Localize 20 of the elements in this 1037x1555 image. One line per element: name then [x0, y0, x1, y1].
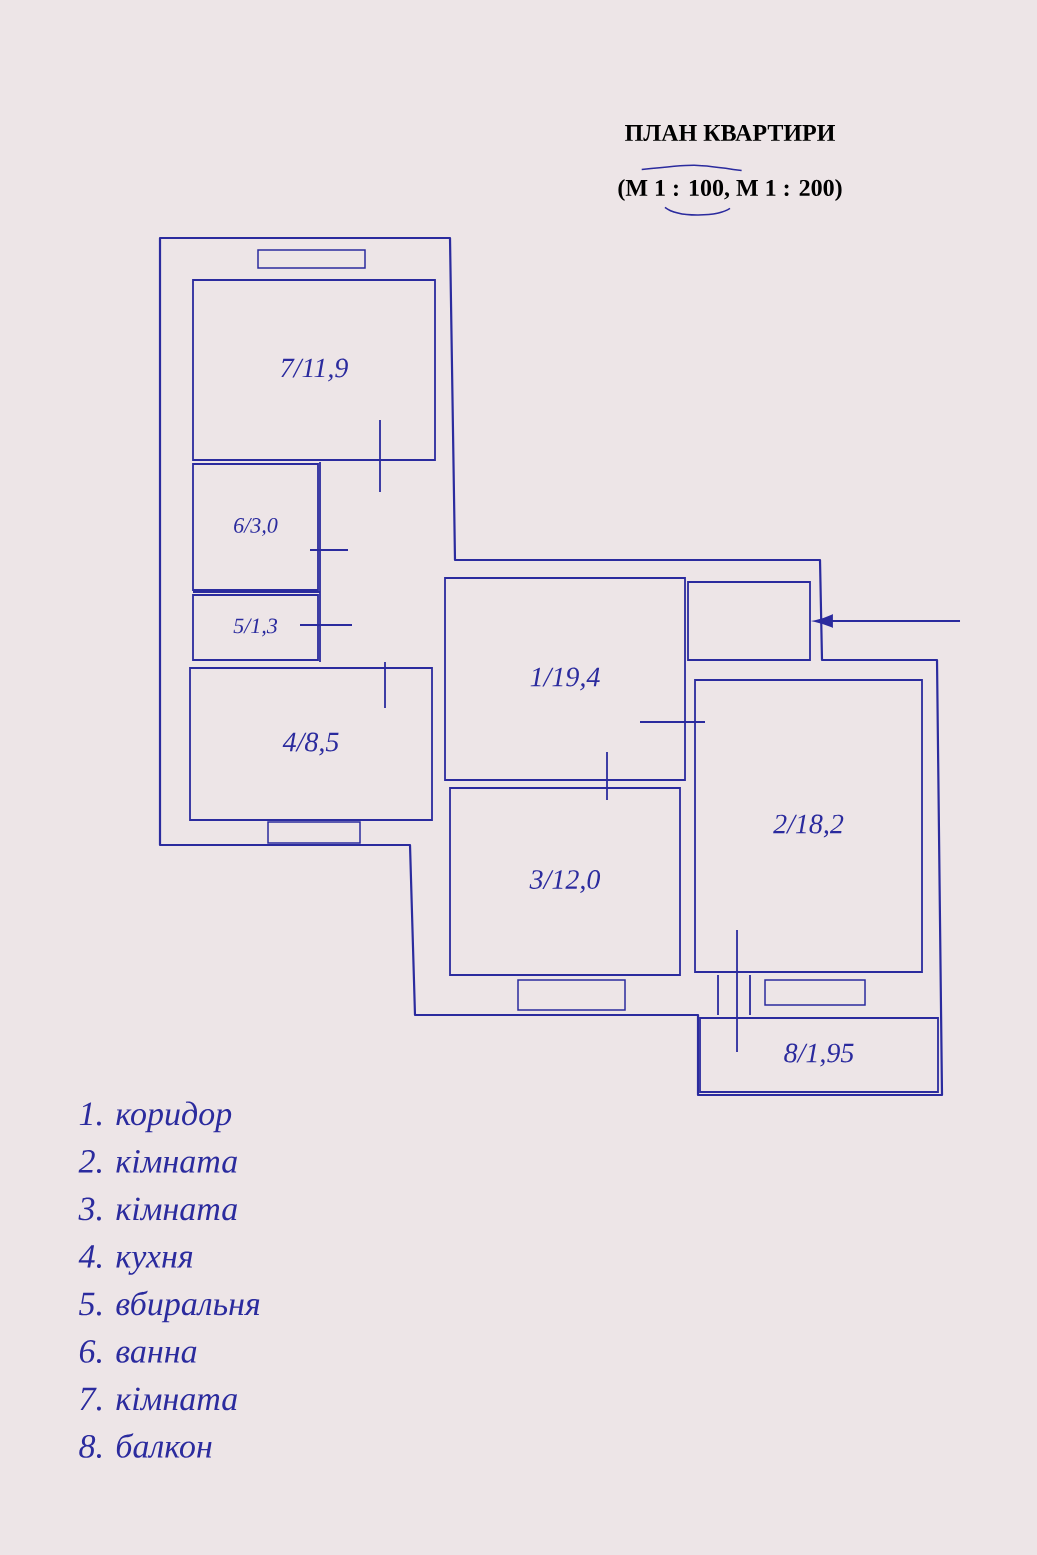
legend-item: 7. кімната	[80, 1387, 237, 1411]
room-box: 3/12,0	[449, 787, 681, 976]
room-box: 1/19,4	[444, 577, 686, 781]
legend-item: 8. балкон	[79, 1433, 212, 1458]
legend-item: 3. кімната	[78, 1197, 237, 1221]
vestibule-box	[687, 581, 811, 661]
legend-item: 1. коридор	[79, 1101, 232, 1133]
legend-item: 5. вбиральня	[79, 1290, 260, 1323]
room-box: 4/8,5	[189, 667, 433, 821]
legend-item: 6. ванна	[79, 1340, 197, 1363]
title-text: ПЛАН КВАРТИРИ	[625, 124, 835, 142]
room-box: 2/18,2	[694, 679, 923, 973]
entrance-arrow	[814, 614, 961, 628]
room-box: 7/11,9	[192, 279, 436, 461]
legend-item: 2. кімната	[78, 1150, 237, 1173]
room-box: 8/1,95	[699, 1017, 939, 1093]
room-box: 6/3,0	[192, 463, 319, 591]
legend-item: 4. кухня	[78, 1245, 193, 1275]
room-box: 5/1,3	[192, 594, 319, 661]
scale-text: (М 1 : 100, М 1 : 200)	[618, 179, 842, 201]
